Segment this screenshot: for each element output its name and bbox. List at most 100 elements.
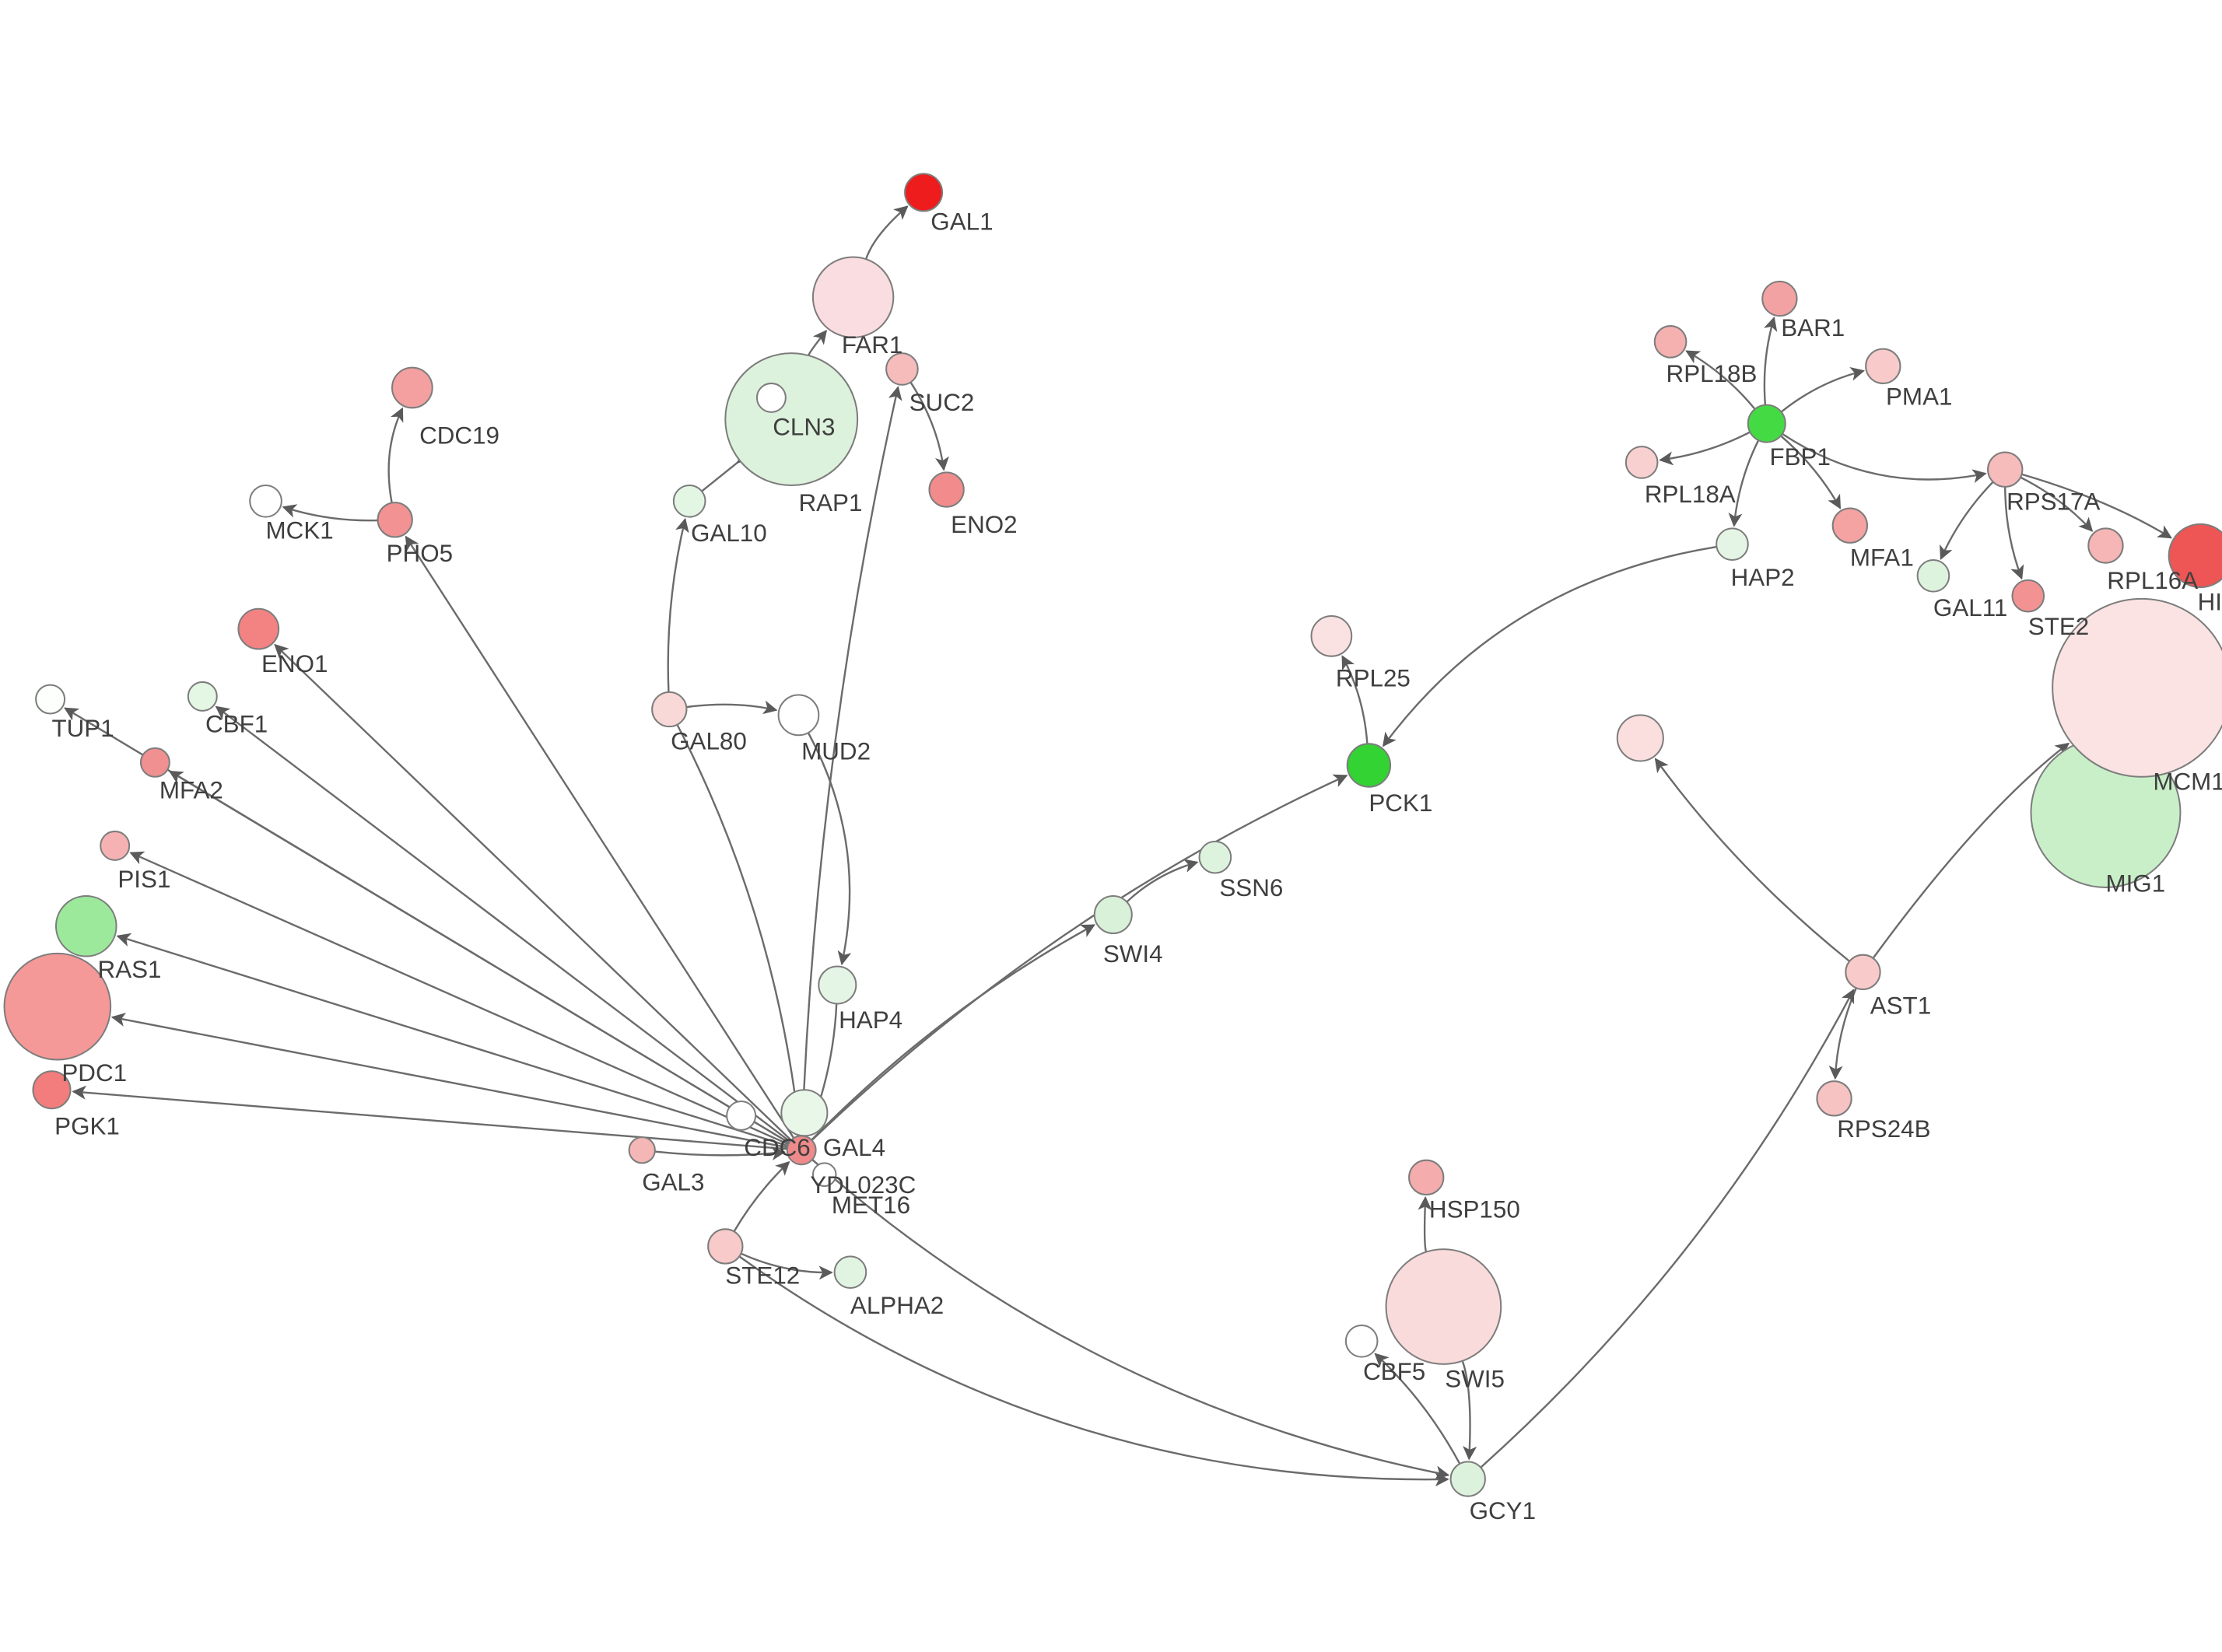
node-PDC1[interactable] <box>3 952 112 1061</box>
edge-AST1-RPS24B[interactable] <box>1828 987 1857 1080</box>
node-NODE1[interactable] <box>1616 714 1664 762</box>
node-GAL80[interactable] <box>651 691 688 728</box>
node-FAR1[interactable] <box>811 256 895 338</box>
edge-GAL80-GAL4[interactable] <box>676 724 805 1135</box>
node-HAP2[interactable] <box>1716 527 1749 562</box>
edge-STE12-GAL4[interactable] <box>733 1160 790 1232</box>
edge-PCK1-RPL25[interactable] <box>1341 655 1369 744</box>
edge-PHO5-CDC19[interactable] <box>387 407 404 503</box>
node-RAS1[interactable] <box>54 894 117 957</box>
edge-GAL4-PCK1[interactable] <box>811 774 1348 1141</box>
node-RPS24B[interactable] <box>1816 1080 1852 1117</box>
node-GAL3[interactable] <box>628 1136 656 1164</box>
node-HIS4[interactable] <box>2168 523 2222 589</box>
edge-GAL4-PHO5[interactable] <box>405 535 795 1139</box>
edge-GAL4-RAS1[interactable] <box>116 933 788 1147</box>
node-RAP1[interactable] <box>755 382 787 413</box>
node-STE12[interactable] <box>707 1228 744 1265</box>
edge-STE12-ALPHA2[interactable] <box>740 1252 833 1280</box>
node-TUP1[interactable] <box>35 684 66 715</box>
edge-GAL4-SUC2[interactable] <box>801 386 902 1136</box>
edge-MUD2-HAP4[interactable] <box>807 732 852 966</box>
edge-GAL4-CBF1[interactable] <box>215 705 791 1143</box>
node-SSN6[interactable] <box>1198 840 1232 874</box>
edge-RPS17A-STE2[interactable] <box>2004 486 2024 580</box>
node-HSP150[interactable] <box>1408 1159 1445 1196</box>
node-CLN3[interactable] <box>724 352 859 487</box>
node-RPL25[interactable] <box>1310 614 1353 657</box>
node-CBF5[interactable] <box>1344 1324 1379 1358</box>
node-PGK1[interactable] <box>32 1070 72 1110</box>
edge-FBP1-PMA1[interactable] <box>1780 366 1865 413</box>
node-ENO2[interactable] <box>928 471 965 508</box>
node-PIS1[interactable] <box>100 830 131 861</box>
node-GAL1[interactable] <box>904 173 944 212</box>
node-PMA1[interactable] <box>1865 348 1901 384</box>
node-FBP1[interactable] <box>1747 404 1786 443</box>
node-SWI4[interactable] <box>1093 894 1133 935</box>
edge-GCY1-AST1[interactable] <box>1480 989 1855 1468</box>
node-MUD2[interactable] <box>777 694 820 737</box>
edge-FBP1-RPL18B[interactable] <box>1685 350 1756 410</box>
node-AST1[interactable] <box>1845 954 1881 991</box>
edge-FBP1-RPL18A[interactable] <box>1659 431 1751 466</box>
edge-GAL4-SWI4[interactable] <box>811 924 1095 1141</box>
node-CBF1[interactable] <box>187 681 218 712</box>
edge-GAL4-MFA2[interactable] <box>168 770 790 1144</box>
edge-FBP1-BAR1[interactable] <box>1763 317 1778 405</box>
edge-FAR1-GAL1[interactable] <box>864 205 909 260</box>
node-CDC19[interactable] <box>391 366 433 409</box>
node-MET16[interactable] <box>811 1162 837 1187</box>
edge-FBP1-HAP2[interactable] <box>1728 439 1760 527</box>
edge-GAL4-ENO1[interactable] <box>274 643 792 1141</box>
node-RPL18B[interactable] <box>1653 325 1688 359</box>
edge-GAL4-PDC1[interactable] <box>110 1013 788 1149</box>
edge-GAL80-MUD2[interactable] <box>686 700 778 715</box>
edge-RPS17A-GAL11[interactable] <box>1940 481 1994 560</box>
node-HAP4[interactable] <box>818 965 857 1005</box>
edge-RPS17A-HIS4[interactable] <box>2021 473 2172 539</box>
edge-AST1-MCM1[interactable] <box>1872 742 2070 959</box>
edge-STE12-GCY1[interactable] <box>738 1255 1449 1487</box>
node-MFA2[interactable] <box>139 747 170 778</box>
node-YDL023C[interactable] <box>780 1089 829 1137</box>
node-BAR1[interactable] <box>1761 280 1798 317</box>
edge-SUC2-ENO2[interactable] <box>909 381 949 471</box>
node-MCM1[interactable] <box>2052 597 2222 778</box>
edge-SWI5-GCY1[interactable] <box>1461 1360 1477 1461</box>
node-RPS17A[interactable] <box>1987 451 2024 488</box>
node-ALPHA2[interactable] <box>833 1255 867 1290</box>
edge-AST1-NODE1[interactable] <box>1654 758 1851 962</box>
edge-HAP2-PCK1[interactable] <box>1382 545 1717 747</box>
edge-GAL4-PIS1[interactable] <box>129 851 789 1146</box>
node-GAL11[interactable] <box>1916 558 1950 593</box>
edge-GAL4-PGK1[interactable] <box>72 1085 787 1150</box>
edge-PHO5-MCK1[interactable] <box>282 504 378 522</box>
edge-SWI5-HSP150[interactable] <box>1418 1195 1432 1253</box>
edge-GAL3-GAL4[interactable] <box>654 1146 786 1160</box>
edge-CLN3-FAR1[interactable] <box>808 329 828 356</box>
node-GAL10[interactable] <box>672 484 706 518</box>
node-CDC6[interactable] <box>726 1100 757 1131</box>
edge-GAL80-GAL10[interactable] <box>667 517 689 692</box>
node-GAL4[interactable] <box>786 1135 817 1166</box>
node-RPL16A[interactable] <box>2087 527 2124 564</box>
edge-GAL4-GCY1[interactable] <box>811 1159 1450 1480</box>
node-PHO5[interactable] <box>377 502 413 538</box>
edge-GCY1-CBF5[interactable] <box>1374 1353 1461 1465</box>
node-SWI5[interactable] <box>1385 1248 1502 1365</box>
node-SUC2[interactable] <box>885 352 919 386</box>
node-PCK1[interactable] <box>1346 743 1392 788</box>
node-MCK1[interactable] <box>249 484 282 518</box>
node-GCY1[interactable] <box>1449 1461 1486 1497</box>
node-MFA1[interactable] <box>1831 507 1869 544</box>
edge-SWI4-SSN6[interactable] <box>1126 859 1199 903</box>
edge-FBP1-RPS17A[interactable] <box>1782 432 1987 483</box>
edge-GAL10-CLN3[interactable] <box>701 449 752 492</box>
edge-RPS17A-RPL16A[interactable] <box>2020 476 2094 532</box>
node-RPL18A[interactable] <box>1624 446 1659 479</box>
node-STE2[interactable] <box>2011 579 2045 613</box>
edge-FBP1-MFA1[interactable] <box>1780 435 1842 509</box>
